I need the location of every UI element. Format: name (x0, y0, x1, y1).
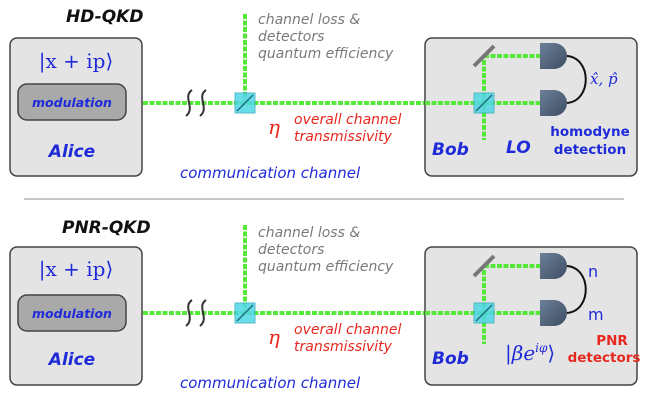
eta-symbol: η (268, 115, 280, 139)
hd-qkd-panel: HD-QKD |x + ip⟩ modulation Alice channel… (9, 7, 638, 182)
quadrature-outputs: x̂, p̂ (590, 70, 618, 88)
reference-state-label: |βeiφ⟩ (505, 341, 555, 366)
loss-note-line-2: detectors (258, 29, 324, 45)
bob-beam-splitter (473, 302, 495, 324)
channel-beam-splitter (234, 302, 256, 324)
modulation-block (17, 294, 127, 332)
bob-label: Bob (432, 349, 469, 369)
detector-link (566, 265, 587, 314)
loss-note-line-3: quantum efficiency (258, 259, 394, 275)
modulation-label: modulation (32, 306, 112, 321)
pnr-qkd-panel: PNR-QKD |x + ip⟩ modulation Alice channe… (9, 218, 641, 392)
channel-beam-splitter (234, 92, 256, 114)
detector-upper (540, 43, 567, 69)
alice-label: Alice (47, 142, 95, 162)
count-n-label: n (588, 262, 598, 281)
pnr-detector-lower (540, 300, 567, 326)
bob-beam-splitter (473, 92, 495, 114)
alice-state: |x + ip⟩ (39, 257, 114, 282)
transmissivity-line-1: overall channel (294, 112, 402, 128)
alice-state: |x + ip⟩ (39, 49, 114, 74)
hd-qkd-title: HD-QKD (66, 7, 143, 27)
channel-label: communication channel (180, 374, 361, 392)
modulation-block (17, 83, 127, 121)
channel-label: communication channel (180, 164, 361, 182)
mirror (472, 44, 496, 68)
transmissivity-line-2: transmissivity (294, 339, 393, 355)
fiber-break-icon (185, 299, 207, 327)
bob-label: Bob (432, 140, 469, 160)
pnr-line-2: detectors (568, 350, 641, 366)
detector-lower (540, 90, 567, 116)
pnr-line-1: PNR (596, 333, 628, 349)
detection-line-2: detection (554, 142, 626, 158)
loss-note-line-2: detectors (258, 242, 324, 258)
loss-note-line-1: channel loss & (258, 12, 360, 28)
alice-label: Alice (47, 350, 95, 370)
transmissivity-line-1: overall channel (294, 322, 402, 338)
mirror (472, 254, 496, 278)
loss-note-line-1: channel loss & (258, 225, 360, 241)
modulation-label: modulation (32, 95, 112, 110)
detector-link (566, 55, 587, 104)
local-oscillator-label: LO (506, 138, 531, 158)
eta-symbol: η (268, 325, 280, 349)
loss-note-line-3: quantum efficiency (258, 46, 394, 62)
count-m-label: m (588, 305, 604, 324)
pnr-qkd-title: PNR-QKD (62, 218, 151, 238)
transmissivity-line-2: transmissivity (294, 129, 393, 145)
pnr-detector-upper (540, 253, 567, 279)
fiber-break-icon (185, 89, 207, 117)
detection-line-1: homodyne (550, 124, 629, 140)
